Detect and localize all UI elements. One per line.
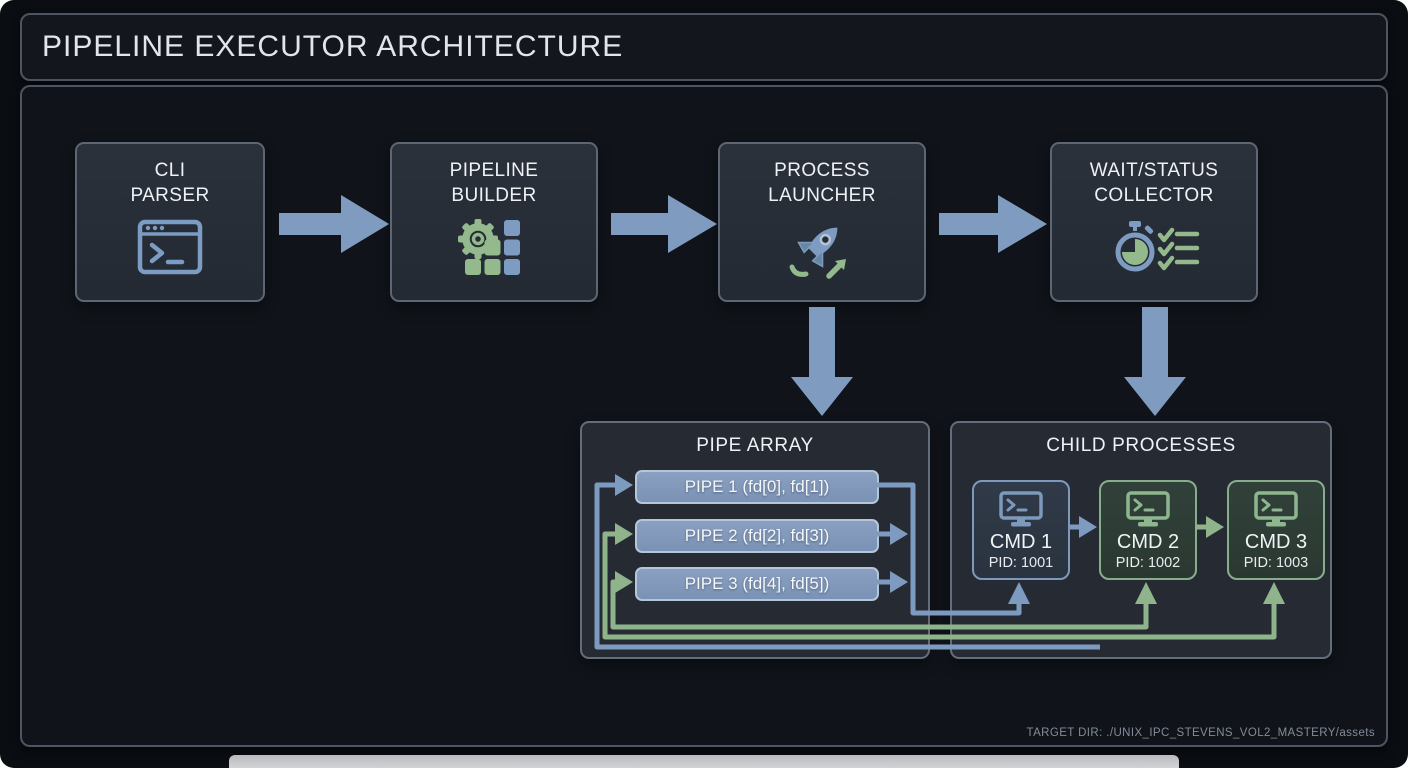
cmd-label: CMD 3 bbox=[1244, 531, 1308, 553]
cmd-pid: PID: 1003 bbox=[1243, 555, 1309, 571]
child-processes-title: CHILD PROCESSES bbox=[1046, 435, 1236, 456]
cmd-3-node: CMD 3 PID: 1003 bbox=[1227, 480, 1325, 580]
cmd-label: CMD 1 bbox=[989, 531, 1053, 553]
gear-grid-icon bbox=[458, 219, 520, 275]
pipe-2: PIPE 2 (fd[2], fd[3]) bbox=[635, 519, 879, 553]
monitor-terminal-icon bbox=[1254, 491, 1298, 527]
page-title: PIPELINE EXECUTOR ARCHITECTURE bbox=[42, 30, 624, 63]
cmd-1-node: CMD 1 PID: 1001 bbox=[972, 480, 1070, 580]
stopwatch-checklist-icon bbox=[1115, 221, 1200, 272]
monitor-terminal-icon bbox=[999, 491, 1043, 527]
child-processes-panel: CHILD PROCESSES CMD 1 PID: 1001 CMD 2 PI… bbox=[950, 421, 1332, 659]
cmd-pid: PID: 1002 bbox=[1115, 555, 1181, 571]
cmd-2-node: CMD 2 PID: 1002 bbox=[1099, 480, 1197, 580]
pipe-1: PIPE 1 (fd[0], fd[1]) bbox=[635, 470, 879, 504]
rocket-icon bbox=[789, 227, 846, 279]
terminal-window-icon bbox=[137, 219, 203, 275]
pipe-3: PIPE 3 (fd[4], fd[5]) bbox=[635, 567, 879, 601]
bottom-strip bbox=[229, 755, 1179, 768]
monitor-terminal-icon bbox=[1126, 491, 1170, 527]
target-dir-label: TARGET DIR: ./UNIX_IPC_STEVENS_VOL2_MAST… bbox=[1026, 727, 1375, 739]
cmd-label: CMD 2 bbox=[1116, 531, 1180, 553]
title-bar: PIPELINE EXECUTOR ARCHITECTURE bbox=[20, 13, 1388, 81]
cmd-pid: PID: 1001 bbox=[988, 555, 1054, 571]
pipe-array-title: PIPE ARRAY bbox=[696, 435, 814, 456]
pipe-array-panel: PIPE ARRAY PIPE 1 (fd[0], fd[1]) PIPE 2 … bbox=[580, 421, 930, 659]
